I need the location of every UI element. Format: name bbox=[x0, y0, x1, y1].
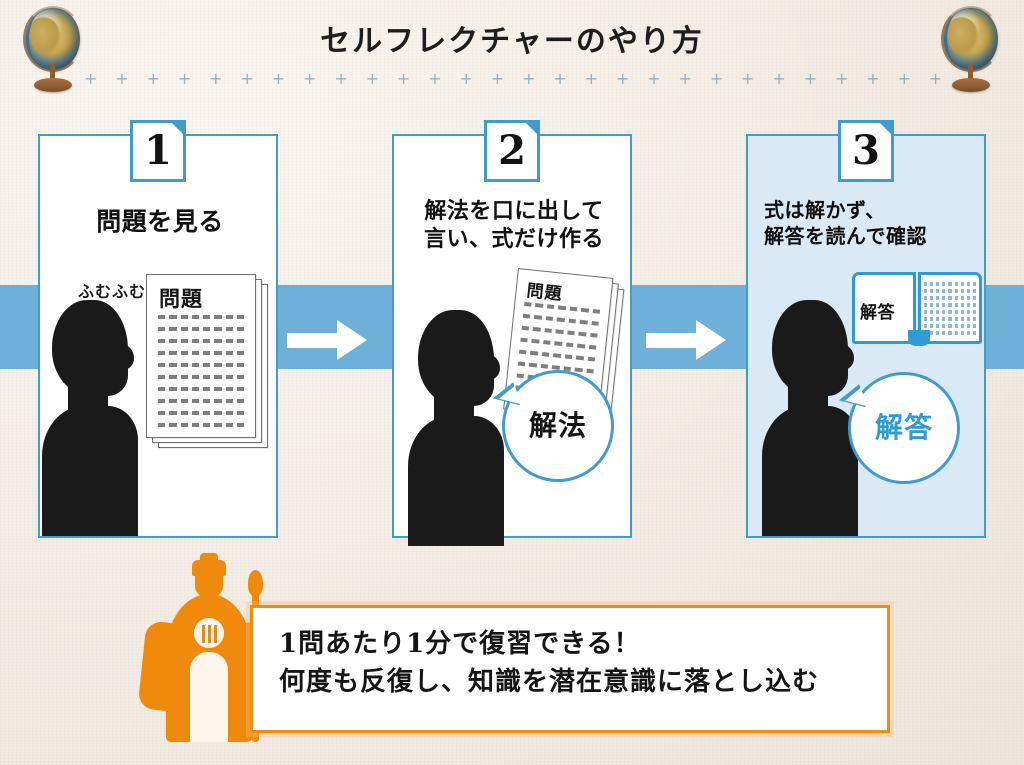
page-fold-icon bbox=[523, 120, 540, 137]
globe-base bbox=[34, 78, 72, 92]
paper-line bbox=[158, 411, 244, 421]
decorative-divider: + + + + + + + + + + + + + + + + + + + + … bbox=[84, 70, 940, 88]
annotation-fumufumu: ふむふむ bbox=[78, 282, 147, 301]
step-badge-2: 2 bbox=[484, 120, 540, 182]
sage-hat-top bbox=[200, 553, 218, 565]
speech-bubble-step2: 解法 bbox=[490, 370, 614, 482]
book-line bbox=[924, 282, 976, 289]
arrow-head-icon bbox=[337, 320, 367, 360]
paper-line bbox=[158, 375, 244, 385]
page-title: セルフレクチャーのやり方 bbox=[320, 24, 704, 59]
summary-line-1: 1問あたり1分で復習できる！ bbox=[279, 629, 641, 659]
book-line bbox=[924, 331, 976, 338]
paper-line bbox=[158, 327, 244, 337]
arrow-shaft bbox=[287, 333, 345, 348]
page-fold-icon bbox=[877, 120, 894, 137]
arrow-shaft bbox=[646, 333, 704, 348]
arrow-head-icon bbox=[696, 320, 726, 360]
step-badge-1: 1 bbox=[130, 120, 186, 182]
step-heading-3: 式は解かず、 解答を読んで確認 bbox=[764, 198, 976, 249]
book-line bbox=[924, 303, 976, 310]
book-label: 解答 bbox=[860, 303, 895, 323]
step-number: 3 bbox=[852, 127, 880, 174]
sage-emblem bbox=[192, 616, 226, 650]
open-book-icon: 解答 bbox=[852, 272, 984, 350]
paper-line bbox=[158, 339, 244, 349]
book-line bbox=[924, 289, 976, 296]
summary-banner: 1問あたり1分で復習できる！ 何度も反復し、知識を潜在意識に落とし込む bbox=[250, 605, 890, 733]
sage-head bbox=[195, 572, 223, 598]
book-spine bbox=[908, 330, 930, 346]
paper-line bbox=[158, 351, 244, 361]
paper-line bbox=[158, 423, 244, 433]
person-body bbox=[408, 416, 504, 546]
globe-base bbox=[952, 78, 990, 92]
person-silhouette-3 bbox=[762, 300, 866, 536]
globe-icon-left bbox=[22, 6, 84, 98]
person-body bbox=[42, 406, 138, 536]
person-body bbox=[762, 406, 858, 536]
step-heading-3-line2: 解答を読んで確認 bbox=[764, 223, 927, 248]
paper-line bbox=[158, 387, 244, 397]
globe-stem bbox=[50, 64, 55, 82]
sage-staff-top bbox=[248, 570, 263, 596]
globe-stem bbox=[968, 64, 973, 82]
book-text-lines bbox=[924, 282, 976, 338]
paper-line bbox=[158, 363, 244, 373]
book-line bbox=[924, 324, 976, 331]
summary-line-2: 何度も反復し、知識を潜在意識に落とし込む bbox=[279, 666, 820, 697]
step-number: 1 bbox=[144, 127, 172, 174]
flow-arrow-step2-to-step3 bbox=[646, 320, 734, 360]
book-line bbox=[924, 310, 976, 317]
paper-line bbox=[158, 399, 244, 409]
paper-sheet-front: 問題 bbox=[146, 274, 256, 438]
step-number: 2 bbox=[498, 127, 526, 174]
sage-emblem-mark bbox=[202, 625, 218, 643]
paper-line bbox=[158, 315, 244, 325]
step-heading-2-line1: 解法を口に出して bbox=[424, 199, 604, 224]
page-fold-icon bbox=[169, 120, 186, 137]
speech-bubble-text: 解答 bbox=[874, 411, 933, 444]
paper-title: 問題 bbox=[159, 287, 203, 311]
flow-arrow-step1-to-step2 bbox=[287, 320, 375, 360]
step-heading-1: 問題を見る bbox=[96, 207, 224, 236]
step-badge-3: 3 bbox=[838, 120, 894, 182]
globe-icon-right bbox=[940, 6, 1002, 98]
paper-text-lines bbox=[158, 315, 244, 435]
person-silhouette-1 bbox=[42, 300, 146, 536]
step-heading-3-line1: 式は解かず、 bbox=[764, 198, 886, 222]
person-silhouette-2 bbox=[408, 310, 512, 546]
speech-bubble-text: 解法 bbox=[528, 409, 587, 442]
header: セルフレクチャーのやり方 + + + + + + + + + + + + + +… bbox=[0, 0, 1024, 108]
sage-inner-robe bbox=[190, 652, 228, 742]
book-line bbox=[924, 317, 976, 324]
speech-bubble-step3: 解答 bbox=[836, 372, 960, 484]
step-heading-2: 解法を口に出して 言い、式だけ作る bbox=[402, 198, 626, 254]
paper-title: 問題 bbox=[525, 281, 564, 305]
step-heading-2-line2: 言い、式だけ作る bbox=[423, 227, 604, 253]
book-line bbox=[924, 296, 976, 303]
book-page-left bbox=[852, 272, 916, 344]
